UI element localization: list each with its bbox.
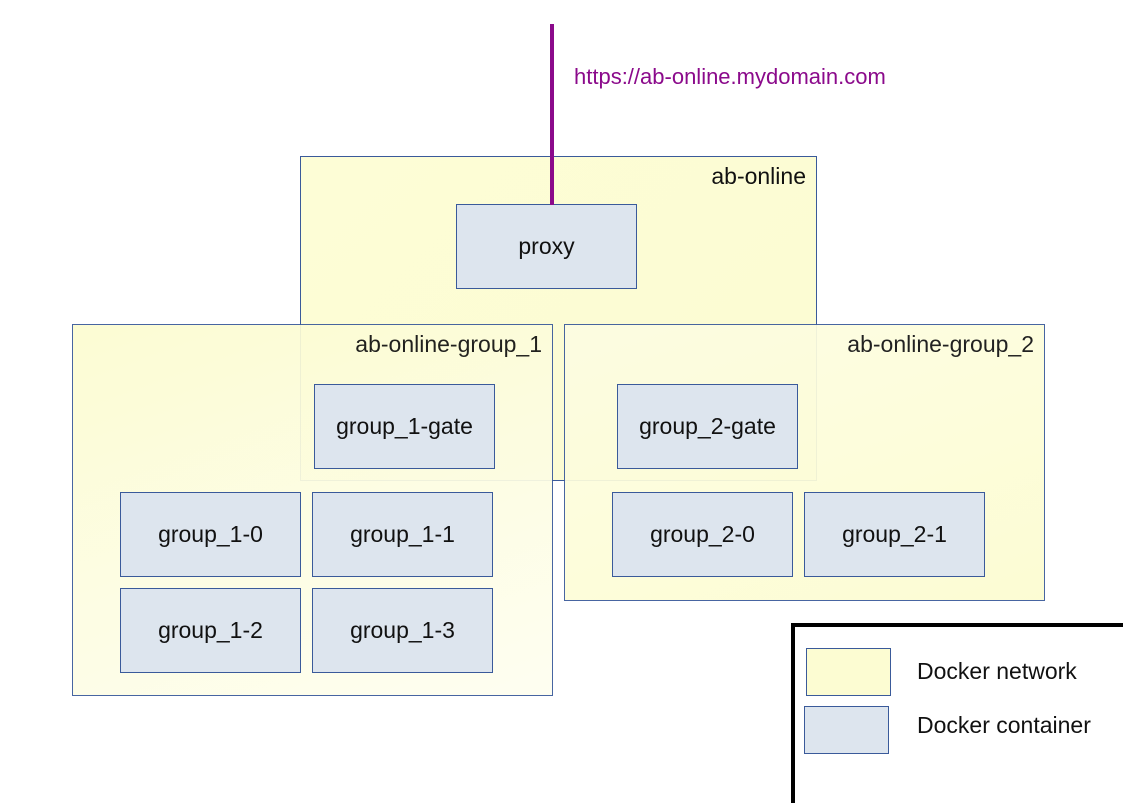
container-group-1-2: group_1-2 [120, 588, 301, 673]
container-group-1-0: group_1-0 [120, 492, 301, 577]
legend-network-label: Docker network [917, 658, 1077, 684]
container-group-2-gate: group_2-gate [617, 384, 798, 469]
legend-container-swatch [804, 706, 889, 754]
network-label-ab-online: ab-online [711, 163, 806, 189]
network-label-group-1: ab-online-group_1 [355, 331, 542, 357]
container-group-2-1: group_2-1 [804, 492, 985, 577]
external-url-connector [550, 24, 554, 205]
legend-container-label: Docker container [917, 712, 1091, 738]
external-url-label: https://ab-online.mydomain.com [574, 64, 886, 89]
network-label-group-2: ab-online-group_2 [847, 331, 1034, 357]
container-group-2-0: group_2-0 [612, 492, 793, 577]
container-proxy: proxy [456, 204, 637, 289]
container-group-1-3: group_1-3 [312, 588, 493, 673]
container-group-1-1: group_1-1 [312, 492, 493, 577]
legend-network-swatch [806, 648, 891, 696]
container-group-1-gate: group_1-gate [314, 384, 495, 469]
